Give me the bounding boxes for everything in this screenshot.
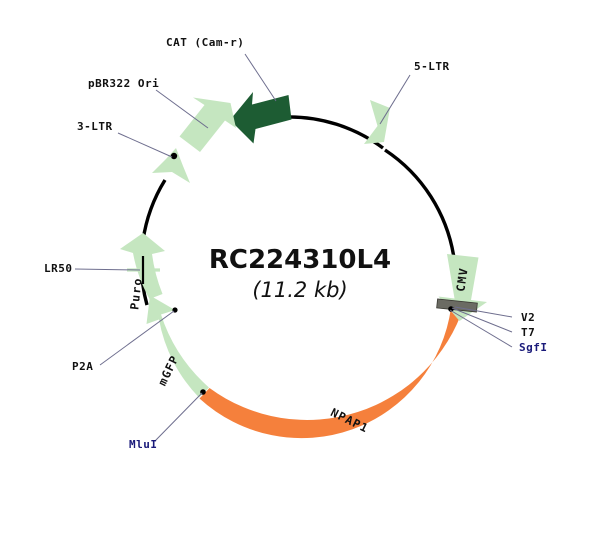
3-ltr-arrow[interactable] [152,148,190,183]
site-dot-sgfi [448,306,454,312]
feature-5-ltr[interactable] [364,100,390,144]
cmv-label: CMV [453,266,470,292]
feature-mgfp[interactable]: mGFP [146,295,210,398]
backbone-arc-right [384,148,456,259]
feature-pbr322-ori[interactable] [179,97,237,153]
puro-label: Puro [127,277,144,311]
leader-p2a [99,310,175,366]
label-cat-cam-r: CAT (Cam-r) [166,36,244,49]
mgfp-band[interactable] [146,295,210,398]
leader-lr50 [74,268,141,271]
plasmid-size: (11.2 kb) [252,278,347,302]
leader-pbr322-ori [155,89,209,129]
site-dot-3-ltr [170,152,178,160]
pbr322-ori-arrow[interactable] [179,97,237,153]
leader-cat-cam-r [244,53,277,102]
leader-v2 [454,306,513,318]
leader-5-ltr [379,74,411,125]
label-t7: T7 [521,326,535,339]
mgfp-label: mGFP [155,353,182,388]
label-mlui: MluI [129,438,158,451]
leader-sgfi [449,309,513,348]
leader-3-ltr [117,132,173,158]
feature-cat-cam-r[interactable] [230,92,292,144]
label-lr50: LR50 [44,262,73,275]
backbone-circle [139,115,456,306]
feature-3-ltr[interactable] [152,148,190,183]
5-ltr-arrow[interactable] [364,100,390,144]
label-5-ltr: 5-LTR [414,60,450,73]
feature-npap1[interactable]: NPAP1 [199,306,465,439]
label-p2a: P2A [72,360,93,373]
page-title: RC224310L4 [209,245,391,275]
label-sgfi: SgfI [519,341,548,354]
cat-arrow[interactable] [230,92,292,144]
leader-t7 [451,307,513,333]
label-v2: V2 [521,311,535,324]
label-3-ltr: 3-LTR [77,120,113,133]
leader-mlui [154,392,203,442]
label-pbr322-ori: pBR322 Ori [88,77,159,90]
